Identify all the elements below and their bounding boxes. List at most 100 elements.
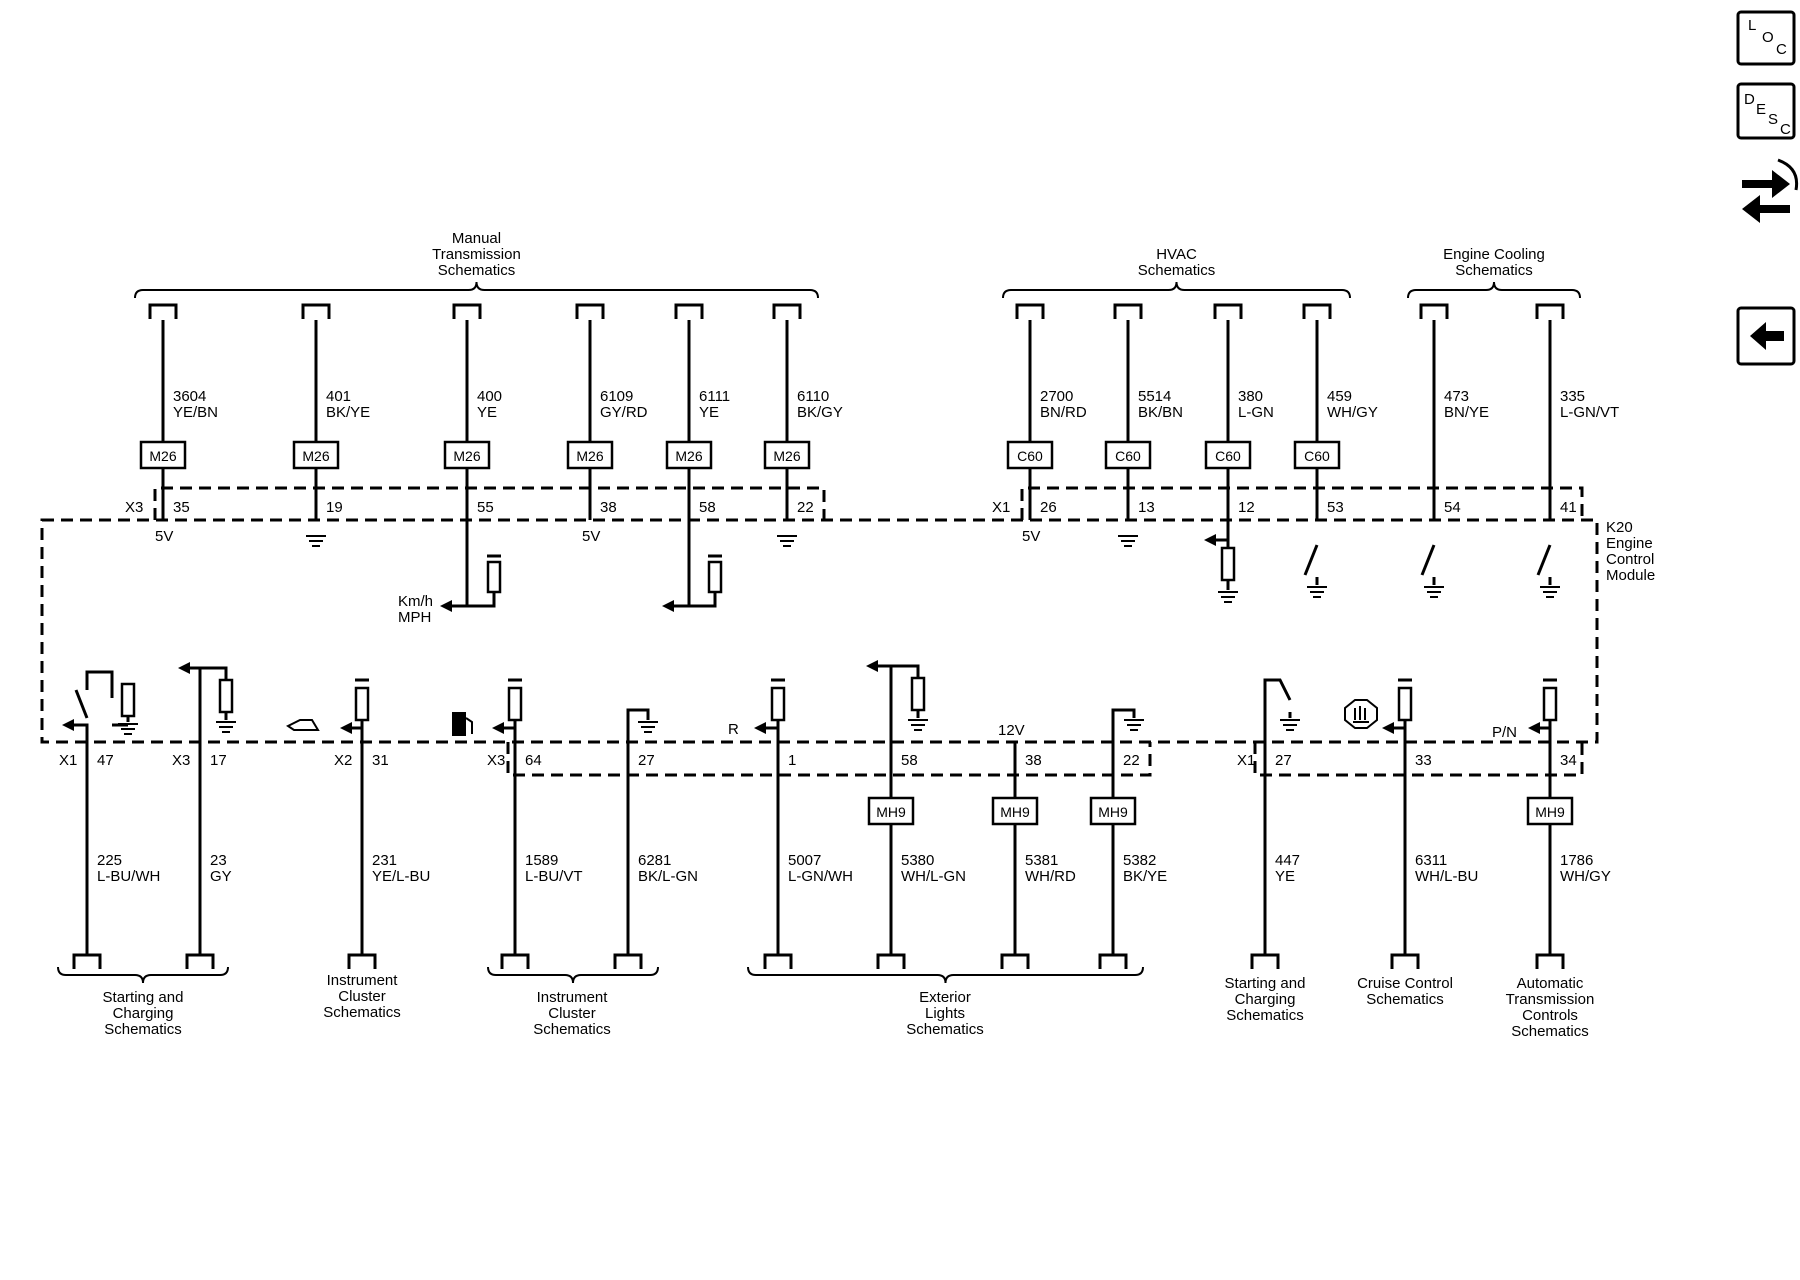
pin-number: 26: [1040, 499, 1057, 516]
wire-color: YE: [1275, 868, 1295, 885]
top-group-bracket: [134, 281, 819, 299]
bottom-group-label: Controls: [1522, 1007, 1578, 1024]
bottom-group-label: Transmission: [1506, 991, 1595, 1008]
resistor-icon: [507, 686, 523, 722]
ground-icon: [1118, 535, 1138, 547]
top-terminal: [1419, 303, 1449, 319]
circuit-number: 1786: [1560, 852, 1593, 869]
pin-number: 19: [326, 499, 343, 516]
ground-icon: [216, 721, 236, 733]
resistor-icon: [910, 676, 926, 712]
top-group-label: Schematics: [1455, 262, 1533, 279]
inline-connector: [1293, 440, 1341, 470]
bottom-group-label: Starting and: [103, 989, 184, 1006]
module-name-line-1: Engine: [1606, 535, 1653, 552]
top-group-label: Schematics: [1138, 262, 1216, 279]
wire-color: YE/L-BU: [372, 868, 430, 885]
inline-connector: [443, 440, 491, 470]
inline-connector-label: M26: [675, 448, 702, 464]
bottom-group-bracket: [487, 966, 659, 984]
bottom-group-label: Schematics: [533, 1021, 611, 1038]
back-button[interactable]: [1736, 306, 1796, 366]
bottom-group-label: Schematics: [1226, 1007, 1304, 1024]
circuit-number: 225: [97, 852, 122, 869]
res-line: [200, 666, 228, 680]
inline-connector: [867, 796, 915, 826]
ground-icon: [777, 535, 797, 547]
pin-number: 22: [797, 499, 814, 516]
inline-connector-label: M26: [453, 448, 480, 464]
circuit-number: 447: [1275, 852, 1300, 869]
wire-color: L-GN: [1238, 404, 1274, 421]
bottom-connector-x3-outline: [506, 742, 1152, 777]
pin-number: 35: [173, 499, 190, 516]
top-connector-label: X1: [992, 499, 1010, 516]
wire-color: L-GN/WH: [788, 868, 853, 885]
switch-blade: [74, 689, 89, 719]
pin-number: 27: [1275, 752, 1292, 769]
module-label: K20 Engine Control Module: [1606, 519, 1655, 584]
top-group-bracket: [1002, 281, 1351, 299]
switch-icon: [1420, 544, 1444, 598]
description-button[interactable]: D E S C: [1736, 82, 1796, 140]
connector-swap-icon[interactable]: [1742, 158, 1799, 223]
circuit-number: 459: [1327, 388, 1352, 405]
loc-letter-c: C: [1776, 41, 1787, 58]
wire-color: BK/BN: [1138, 404, 1183, 421]
ground-line: [626, 708, 650, 742]
module-ref: K20: [1606, 519, 1633, 536]
location-button[interactable]: L O C: [1736, 10, 1796, 66]
pin-number: 17: [210, 752, 227, 769]
circuit-number: 5382: [1123, 852, 1156, 869]
bottom-group-bracket: [57, 966, 229, 984]
arrow-icon: [178, 662, 190, 674]
engine-control-module-outline: X3 X1: [40, 486, 1599, 777]
circuit-number: 6111: [699, 388, 730, 405]
inline-connector: [1104, 440, 1152, 470]
connector-label: X3: [487, 752, 505, 769]
circuit-number: 5380: [901, 852, 934, 869]
arrow-icon: [754, 722, 766, 734]
resistor-icon: [354, 686, 370, 722]
ground-icon: [306, 535, 326, 547]
bottom-group-label: Schematics: [104, 1021, 182, 1038]
pin-number: 31: [372, 752, 389, 769]
wire-color: BN/YE: [1444, 404, 1489, 421]
bottom-terminal: [500, 953, 530, 969]
bottom-terminal: [1250, 953, 1280, 969]
inline-connector-label: MH9: [1098, 804, 1128, 820]
resistor-icon: [770, 686, 786, 722]
wire-color: GY: [210, 868, 232, 885]
resistor-icon: [218, 678, 234, 714]
resistor-icon: [1220, 546, 1236, 582]
ground-icon: [1124, 719, 1144, 731]
bottom-group-bracket: [747, 966, 1144, 984]
circuit-number: 5514: [1138, 388, 1171, 405]
output-line: [670, 520, 691, 608]
bottom-terminal: [72, 953, 102, 969]
circuit-number: 335: [1560, 388, 1585, 405]
resistor-icon: [707, 560, 723, 594]
inline-connector-label: M26: [576, 448, 603, 464]
arrow-icon: [1528, 722, 1540, 734]
bottom-connector-x1-outline: [1253, 742, 1584, 777]
pin-number: 13: [1138, 499, 1155, 516]
resistor-icon: [486, 560, 502, 594]
signal-label: R: [728, 721, 739, 738]
arrow-icon: [492, 722, 504, 734]
top-group-label: Schematics: [438, 262, 516, 279]
pin-number: 38: [600, 499, 617, 516]
bottom-group-label: Exterior: [919, 989, 971, 1006]
pin-number: 41: [1560, 499, 1577, 516]
